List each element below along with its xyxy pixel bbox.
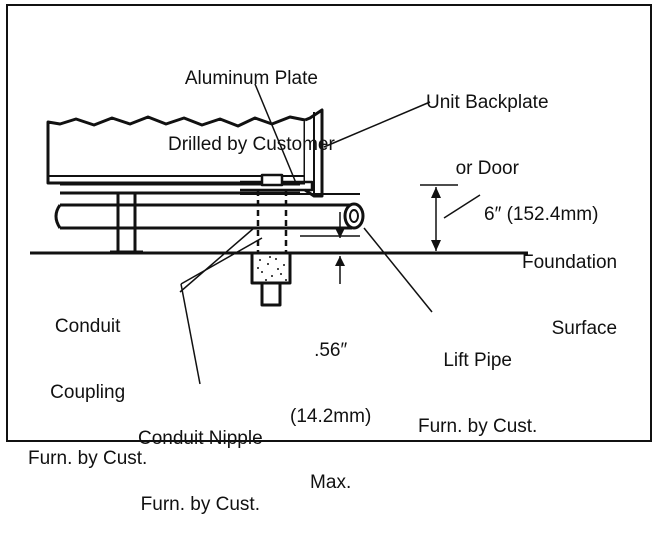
leader-aluminum-plate [254, 83, 297, 184]
leader-unit-backplate [323, 101, 431, 148]
label-height-dimension: 6″ (152.4mm) [484, 204, 599, 225]
label-lift-pipe: Lift Pipe Furn. by Cust. [418, 350, 538, 437]
label-gap-dimension: .56″ (14.2mm) Max. [290, 340, 372, 493]
label-conduit-coupling: Conduit Coupling Furn. by Cust. [28, 316, 148, 469]
conduit-nipple [256, 190, 288, 252]
conduit-nipple-top [260, 173, 284, 187]
label-conduit-nipple: Conduit Nipple Furn. by Cust. [138, 428, 263, 515]
leader-lift-pipe-a [180, 237, 263, 285]
label-foundation-surface: Foundation Surface [522, 252, 618, 339]
installation-diagram [30, 83, 528, 385]
leader-height [443, 194, 481, 219]
leader-lift-pipe [363, 227, 433, 313]
leader-conduit-nipple [180, 283, 201, 385]
label-unit-backplate: Unit Backplate or Door [426, 92, 549, 179]
lift-pipe [60, 203, 352, 230]
label-aluminum-plate: Aluminum Plate Drilled by Customer [168, 68, 335, 155]
diagram-frame [6, 4, 652, 442]
leader-conduit-coupling [179, 227, 255, 293]
